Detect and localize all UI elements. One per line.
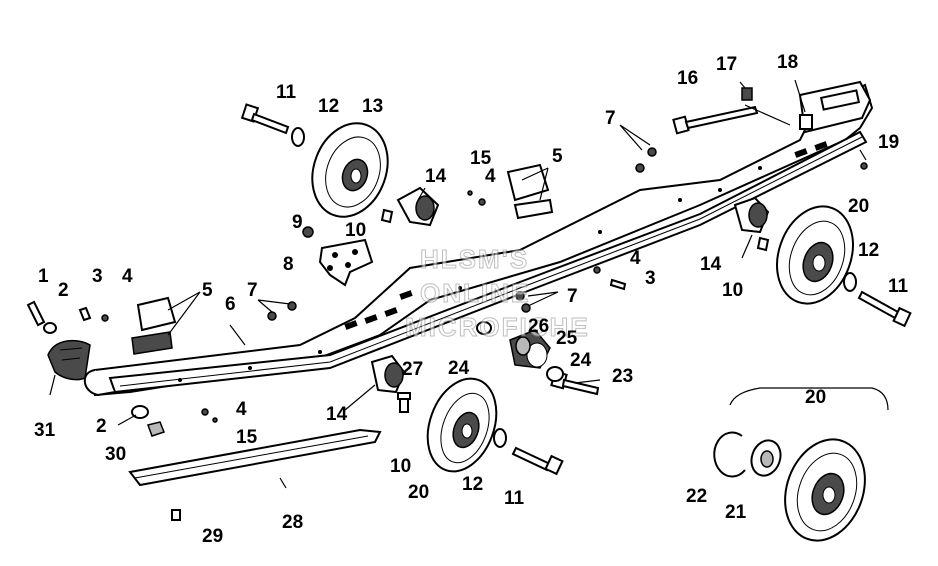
idler-wheel-20-detail [784, 438, 866, 542]
callout-6: 6 [225, 294, 236, 315]
idler-wheel-20-lower [426, 377, 498, 473]
callout-25: 25 [556, 328, 578, 349]
callout-3b: 3 [645, 268, 656, 289]
slider-block-5-left [131, 296, 177, 355]
callout-7c: 7 [567, 286, 578, 307]
callout-20c: 20 [805, 387, 826, 408]
callout-17: 17 [716, 54, 737, 75]
callout-23: 23 [612, 366, 633, 387]
watermark-line-3: MICROFICHE [405, 312, 590, 342]
watermark-line-2: ONLINE [420, 278, 530, 308]
slider-block-5-top [506, 163, 554, 220]
callout-11: 11 [276, 82, 297, 103]
callout-4: 4 [122, 266, 133, 287]
callout-20: 20 [848, 196, 869, 217]
detail-bracket-20 [729, 387, 889, 411]
callout-26: 26 [528, 316, 549, 337]
callout-18: 18 [777, 52, 798, 73]
callout-14c: 14 [326, 404, 348, 425]
callout-13: 13 [362, 96, 383, 117]
callout-7b: 7 [605, 108, 616, 129]
callout-15b: 15 [236, 427, 258, 448]
axle-housing-14-right [733, 196, 770, 234]
snap-ring-22 [713, 431, 746, 478]
callout-4d: 4 [236, 399, 247, 420]
callout-30: 30 [105, 444, 126, 465]
callout-4c: 4 [630, 248, 641, 269]
callout-12: 12 [318, 96, 339, 117]
callout-11b: 11 [888, 276, 909, 297]
callout-10: 10 [345, 220, 366, 241]
callout-11c: 11 [504, 488, 525, 509]
callout-4b: 4 [485, 166, 496, 187]
callout-21: 21 [725, 502, 747, 523]
idler-wheel-20-rear [776, 205, 854, 305]
callout-16: 16 [677, 68, 698, 89]
slide-rail [83, 80, 874, 397]
callout-14: 14 [425, 166, 447, 187]
idler-wheel-13 [311, 122, 389, 218]
axle-housing-14-lower [370, 354, 406, 394]
callout-10c: 10 [390, 456, 411, 477]
watermark: HLSM'S ONLINE MICROFICHE [405, 244, 590, 343]
callout-20b: 20 [408, 482, 429, 503]
callout-12c: 12 [462, 474, 483, 495]
callout-7: 7 [247, 280, 258, 301]
callout-22: 22 [686, 486, 707, 507]
front-skid-31 [47, 339, 91, 381]
washer-12-top [291, 127, 305, 147]
callout-29: 29 [202, 526, 223, 547]
wear-strip-28 [128, 428, 382, 487]
callout-14b: 14 [700, 254, 722, 275]
bearing-21 [750, 439, 782, 477]
watermark-line-1: HLSM'S [420, 244, 529, 274]
callout-1: 1 [38, 266, 49, 287]
callout-3: 3 [92, 266, 103, 287]
callout-15: 15 [470, 148, 492, 169]
callout-5b: 5 [552, 146, 563, 167]
leader-lines [49, 79, 867, 489]
callout-19: 19 [878, 132, 899, 153]
callout-27: 27 [402, 359, 423, 380]
callout-24b: 24 [448, 358, 470, 379]
callout-5: 5 [202, 280, 213, 301]
callout-labels: 1 2 3 4 5 6 7 8 9 10 11 12 13 14 15 4 5 … [34, 52, 909, 547]
callout-2: 2 [58, 280, 69, 301]
callout-28: 28 [282, 512, 303, 533]
callout-12b: 12 [858, 240, 879, 261]
callout-8: 8 [283, 254, 294, 275]
callout-24: 24 [570, 350, 592, 371]
callout-9: 9 [292, 212, 303, 233]
callout-10b: 10 [722, 280, 743, 301]
axle-housing-14-top [396, 186, 440, 227]
mounting-bracket [318, 238, 374, 287]
callout-2b: 2 [96, 416, 107, 437]
callout-31: 31 [34, 420, 56, 441]
